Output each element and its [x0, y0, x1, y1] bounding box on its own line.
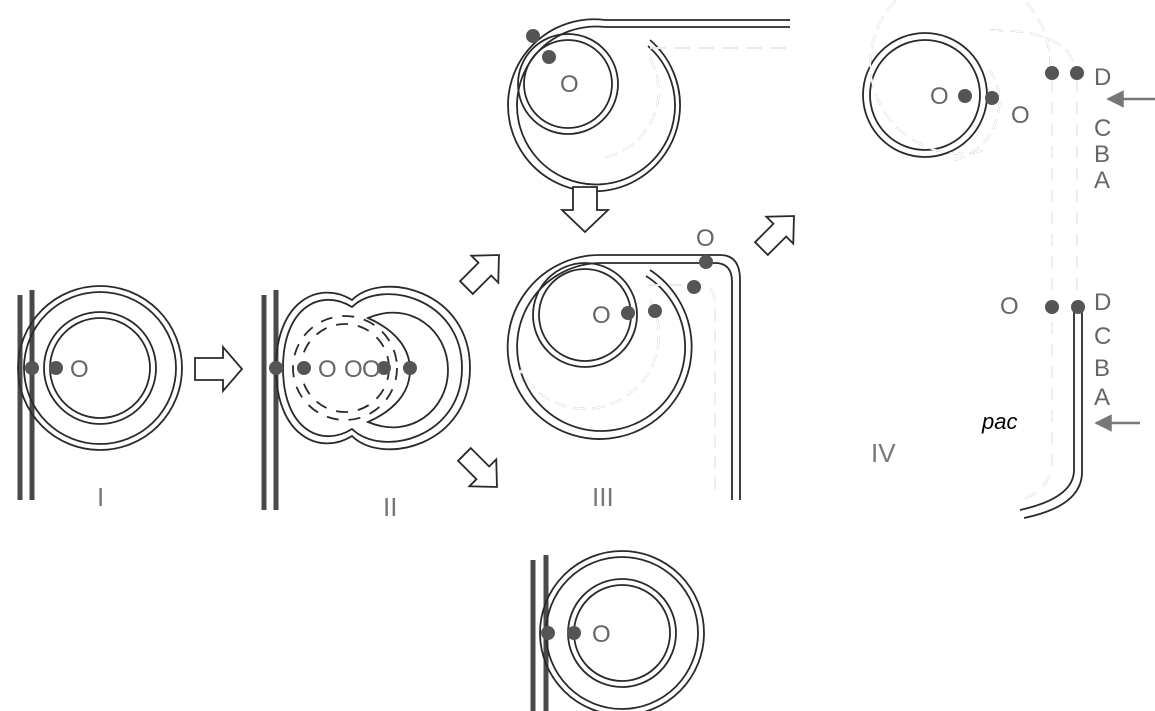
replication-fork-dot [403, 361, 417, 375]
diagonal-arrow-icon [451, 441, 510, 500]
pac-label: pac [981, 409, 1017, 434]
replication-fork-dot [1070, 66, 1084, 80]
stage-2-panel: O O O II [264, 287, 470, 522]
dna-ring-outer [508, 19, 680, 191]
origin-label: O [592, 621, 611, 648]
replication-fork-dot [985, 91, 999, 105]
replication-fork-dot [1071, 300, 1085, 314]
stage-bottom-panel: O [533, 551, 704, 711]
stage-1-panel: O I [18, 286, 182, 512]
site-label-b: B [1094, 355, 1110, 382]
site-label-d: D [1094, 289, 1111, 316]
site-label-a: A [1094, 384, 1110, 411]
new-strand-dashed [520, 300, 659, 409]
dashed-strand-gap [990, 30, 1075, 70]
dna-ring-inner [574, 585, 670, 681]
site-label-c: C [1094, 115, 1111, 142]
replication-fork-dot [297, 361, 311, 375]
dashed-strand-gap [520, 300, 659, 409]
replication-fork-dot [1045, 66, 1059, 80]
attachment-point [269, 361, 283, 375]
new-strand-dashed [870, 0, 1050, 153]
stage-label-1: I [97, 482, 104, 512]
replication-fork-dot [621, 306, 635, 320]
dashed-strand-gap [1020, 80, 1052, 500]
origin-label: O [344, 356, 363, 383]
down-arrow-icon [562, 187, 608, 232]
dashed-strand-gap [870, 0, 1050, 153]
attachment-point [567, 626, 581, 640]
attachment-point [49, 361, 63, 375]
replication-fork-dot [648, 304, 662, 318]
stage-label-3: III [592, 482, 614, 512]
stage-4-panel: O O O D C B A D C B A pac IV [863, 0, 1155, 518]
stage-label-4: IV [871, 438, 896, 468]
site-label-b: B [1094, 141, 1110, 168]
new-strand-dashed [1020, 80, 1052, 500]
stage-3-top-panel: O [508, 19, 790, 191]
origin-label: O [70, 356, 89, 383]
site-label-d: D [1094, 64, 1111, 91]
stage-3-panel: O O III [508, 225, 740, 512]
dna-ring-inner [568, 579, 676, 687]
attachment-point [526, 29, 540, 43]
diagonal-arrow-icon [453, 242, 512, 301]
replication-fork-dot [1045, 300, 1059, 314]
origin-label: O [1000, 293, 1019, 320]
dna-ring-outer [18, 286, 182, 450]
right-arrow-icon [195, 347, 242, 391]
origin-label: O [930, 83, 949, 110]
dna-ring-outer [508, 255, 696, 439]
attachment-point [541, 626, 555, 640]
replication-fork-dot [699, 255, 713, 269]
origin-label: O [560, 71, 579, 98]
origin-label: O [318, 356, 337, 383]
dna-ring-inner [50, 318, 150, 418]
origin-label: O [696, 225, 715, 252]
replication-fork-dot [542, 50, 556, 64]
site-label-c: C [1094, 323, 1111, 350]
replication-fork-dot [958, 89, 972, 103]
stage-label-2: II [383, 492, 397, 522]
dna-ring-outer [24, 292, 176, 444]
site-label-a: A [1094, 167, 1110, 194]
replication-fork-dot [687, 280, 701, 294]
origin-label: O [1011, 102, 1030, 129]
new-strand-dashed [990, 30, 1075, 70]
attachment-point [25, 361, 39, 375]
diagonal-arrow-icon [748, 203, 807, 262]
tail-strand [696, 255, 740, 500]
origin-label: O [592, 302, 611, 329]
origin-label: O [362, 356, 381, 383]
dna-ring-inner [539, 269, 631, 361]
